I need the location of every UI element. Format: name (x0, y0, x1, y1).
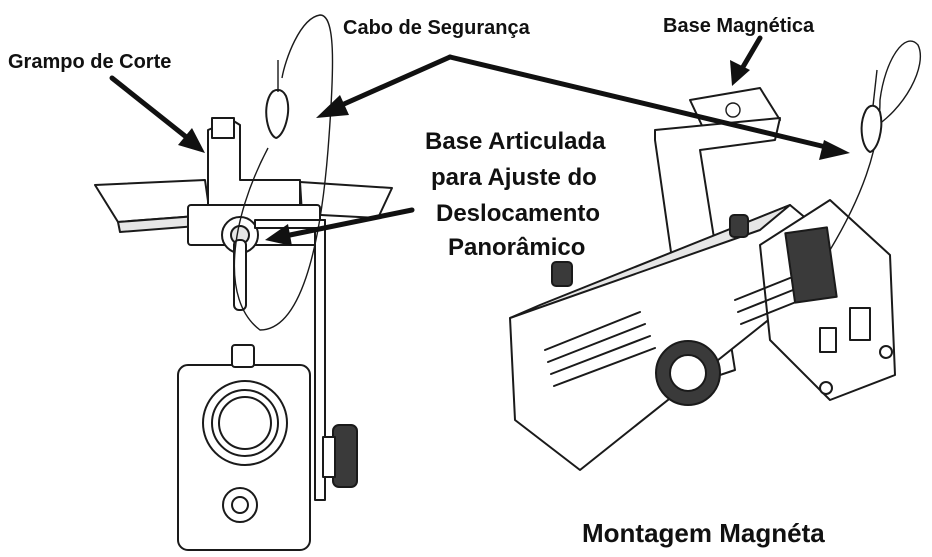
diagram-labels: Grampo de Corte Cabo de Segurança Base M… (8, 15, 825, 548)
callout-arrows (109, 35, 850, 246)
power-switch (849, 307, 871, 341)
arrow-base-magnetica (737, 35, 763, 75)
label-cabo-de-seguranca: Cabo de Segurança (343, 17, 531, 39)
arrow-cabo-right (447, 54, 833, 151)
rear-screw-1 (819, 381, 833, 395)
label-montagem-magneta: Montagem Magnéta (582, 518, 825, 548)
safety-cable-right (829, 40, 922, 251)
safety-cable-left (233, 14, 334, 331)
label-base-articulada-line2: para Ajuste do (431, 164, 597, 191)
fixture-top-knob (231, 344, 255, 368)
tilt-knob-cap (322, 436, 336, 478)
magnetic-mount-fixture (509, 40, 922, 471)
cable-end-right (872, 69, 878, 107)
label-base-articulada-line3: Deslocamento (436, 200, 600, 227)
clamp-mount-fixture (94, 14, 393, 551)
top-knob-right-2 (729, 214, 749, 238)
rear-screw-2 (879, 345, 893, 359)
power-socket (819, 327, 837, 353)
fixture-gobo-inner (231, 496, 249, 514)
magnet-bolt (725, 102, 741, 118)
arrow-cabo-left (332, 54, 453, 111)
top-knob-right (551, 261, 573, 287)
label-base-articulada-line4: Panorâmico (448, 234, 585, 261)
label-base-magnetica: Base Magnética (663, 15, 815, 37)
fixture-top-face (509, 204, 791, 319)
yoke-top (254, 219, 326, 229)
arrow-base-articulada (282, 207, 415, 239)
arrow-grampo (109, 75, 193, 143)
label-grampo-de-corte: Grampo de Corte (8, 51, 171, 73)
bolt-shaft (233, 239, 247, 311)
label-base-articulada-line1: Base Articulada (425, 128, 606, 155)
tilt-knob (332, 424, 358, 488)
tilt-knob-right-inner (669, 354, 707, 392)
fixture-vents (544, 277, 797, 387)
cable-crimp-left (265, 88, 290, 139)
rear-grille (784, 226, 838, 304)
clamp-top-tab (211, 117, 235, 139)
cable-crimp-right (860, 104, 883, 153)
fixture-lens-inner (218, 396, 272, 450)
